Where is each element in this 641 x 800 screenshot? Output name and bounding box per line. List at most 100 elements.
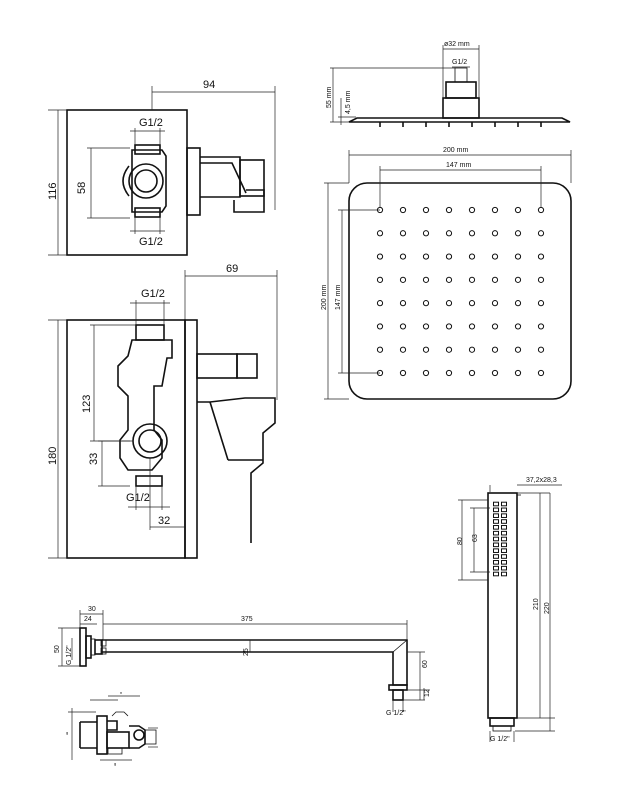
hand-nozzle <box>493 554 499 559</box>
dim-58: 58 <box>76 182 88 194</box>
nozzle-dot <box>422 300 430 307</box>
hand-nozzle <box>501 513 507 518</box>
hand-nozzle <box>493 507 499 513</box>
nozzle-dot <box>376 253 384 260</box>
dim-4-5mm: 4,5 mm <box>345 90 352 114</box>
hand-nozzle <box>501 560 507 565</box>
hand-nozzle <box>493 525 499 530</box>
dim-60: 60 <box>422 660 429 668</box>
nozzle-dot <box>445 369 453 377</box>
nozzle-dot <box>468 253 476 260</box>
hand-shower-view: 37,2x28,3 80 63 210 220 G 1/2" <box>457 477 562 743</box>
nozzle-dot <box>514 230 522 237</box>
dim-180: 180 <box>47 447 59 465</box>
hand-nozzle <box>501 542 507 548</box>
nozzle-dot <box>537 230 545 237</box>
dim-g12-bottom: G1/2 <box>139 236 163 248</box>
hand-nozzle <box>501 525 507 530</box>
nozzle-dot <box>468 300 476 307</box>
dim-200mm-h: 200 mm <box>321 285 328 310</box>
hand-nozzle <box>501 536 507 542</box>
nozzle-dot <box>468 323 476 330</box>
dim-80: 80 <box>457 537 464 545</box>
nozzle-dot <box>422 346 430 353</box>
nozzle-dot <box>399 206 407 214</box>
hand-nozzle <box>493 501 499 507</box>
nozzle-dot <box>468 346 476 353</box>
nozzle-dot <box>491 253 499 260</box>
hand-nozzle <box>501 565 507 571</box>
nozzle-dot <box>514 253 522 260</box>
nozzle-dot <box>468 230 476 237</box>
dim-v2-g12-bottom: G1/2 <box>126 492 150 504</box>
valve-top-view: 94 116 58 G1/2 G1/2 <box>47 79 276 256</box>
nozzle-dot <box>491 346 499 353</box>
nozzle-dot <box>468 276 476 283</box>
dim-24: 24 <box>84 616 92 623</box>
dim-50: 50 <box>54 645 61 653</box>
dim-arm-out-g12: G 1/2" <box>386 710 406 717</box>
nozzle-dot <box>445 300 453 307</box>
dim-147mm-w: 147 mm <box>446 162 471 169</box>
hand-nozzle <box>501 530 507 536</box>
nozzle-dot <box>445 323 453 330</box>
nozzle-dot <box>399 230 407 237</box>
nozzle-dot <box>376 346 384 353</box>
nozzle-dot <box>422 323 430 330</box>
nozzle-dot <box>422 206 430 214</box>
nozzle-dot <box>537 346 545 353</box>
dim-220: 220 <box>544 602 551 614</box>
shower-head-side-view: ø32 mm G1/2 55 mm 4,5 mm <box>326 41 571 127</box>
nozzle-dot <box>491 323 499 330</box>
dim-d32: ø32 mm <box>444 41 470 48</box>
dim-123: 123 <box>81 395 93 413</box>
hand-nozzle <box>493 571 499 577</box>
nozzle-dot <box>537 206 545 214</box>
valve-side-view: 69 G1/2 123 180 33 G1/2 32 <box>47 263 278 559</box>
nozzle-dot <box>399 369 407 377</box>
hand-nozzle <box>493 519 499 524</box>
nozzle-dot <box>376 323 384 330</box>
nozzle-dot <box>537 276 545 283</box>
nozzle-dot <box>537 323 545 330</box>
nozzle-dot <box>491 300 499 307</box>
hand-nozzle <box>493 530 499 536</box>
dim-116: 116 <box>47 182 59 200</box>
hand-nozzle <box>493 548 499 553</box>
dim-210: 210 <box>533 598 540 610</box>
svg-text:g: g <box>114 761 116 766</box>
dim-32: 32 <box>158 515 170 527</box>
nozzle-dot <box>491 369 499 377</box>
shower-head-top-view: 200 mm 147 mm 200 mm 147 mm <box>321 147 572 400</box>
nozzle-dot <box>445 230 453 237</box>
nozzle-dot <box>399 253 407 260</box>
dim-30: 30 <box>88 606 96 613</box>
nozzle-dot <box>514 276 522 283</box>
nozzle-dot <box>399 300 407 307</box>
nozzle-dot <box>491 206 499 214</box>
wall-elbow-view: g n g <box>66 690 158 766</box>
shower-arm-view: 30 24 375 50 G 1/2" 25 60 12 G 1/2" <box>54 606 431 717</box>
nozzle-dot <box>445 276 453 283</box>
nozzle-dot <box>468 369 476 377</box>
nozzle-dot <box>376 300 384 307</box>
hand-nozzle <box>501 548 507 553</box>
nozzle-dot <box>514 346 522 353</box>
dim-55mm: 55 mm <box>326 86 333 108</box>
nozzle-dot <box>376 276 384 283</box>
dim-147mm-h: 147 mm <box>335 285 342 310</box>
dim-g12-top: G1/2 <box>139 117 163 129</box>
hand-nozzle <box>501 501 507 507</box>
dim-375: 375 <box>241 616 253 623</box>
dim-94: 94 <box>203 79 215 91</box>
dim-37x28: 37,2x28,3 <box>526 477 557 484</box>
nozzle-dot <box>514 369 522 377</box>
nozzle-dot <box>468 206 476 214</box>
hand-nozzle <box>501 571 507 577</box>
nozzle-dot <box>422 253 430 260</box>
hand-nozzle <box>493 565 499 571</box>
dim-25: 25 <box>243 648 250 656</box>
nozzle-dot <box>514 300 522 307</box>
svg-text:n: n <box>120 690 122 695</box>
nozzle-dot <box>514 206 522 214</box>
